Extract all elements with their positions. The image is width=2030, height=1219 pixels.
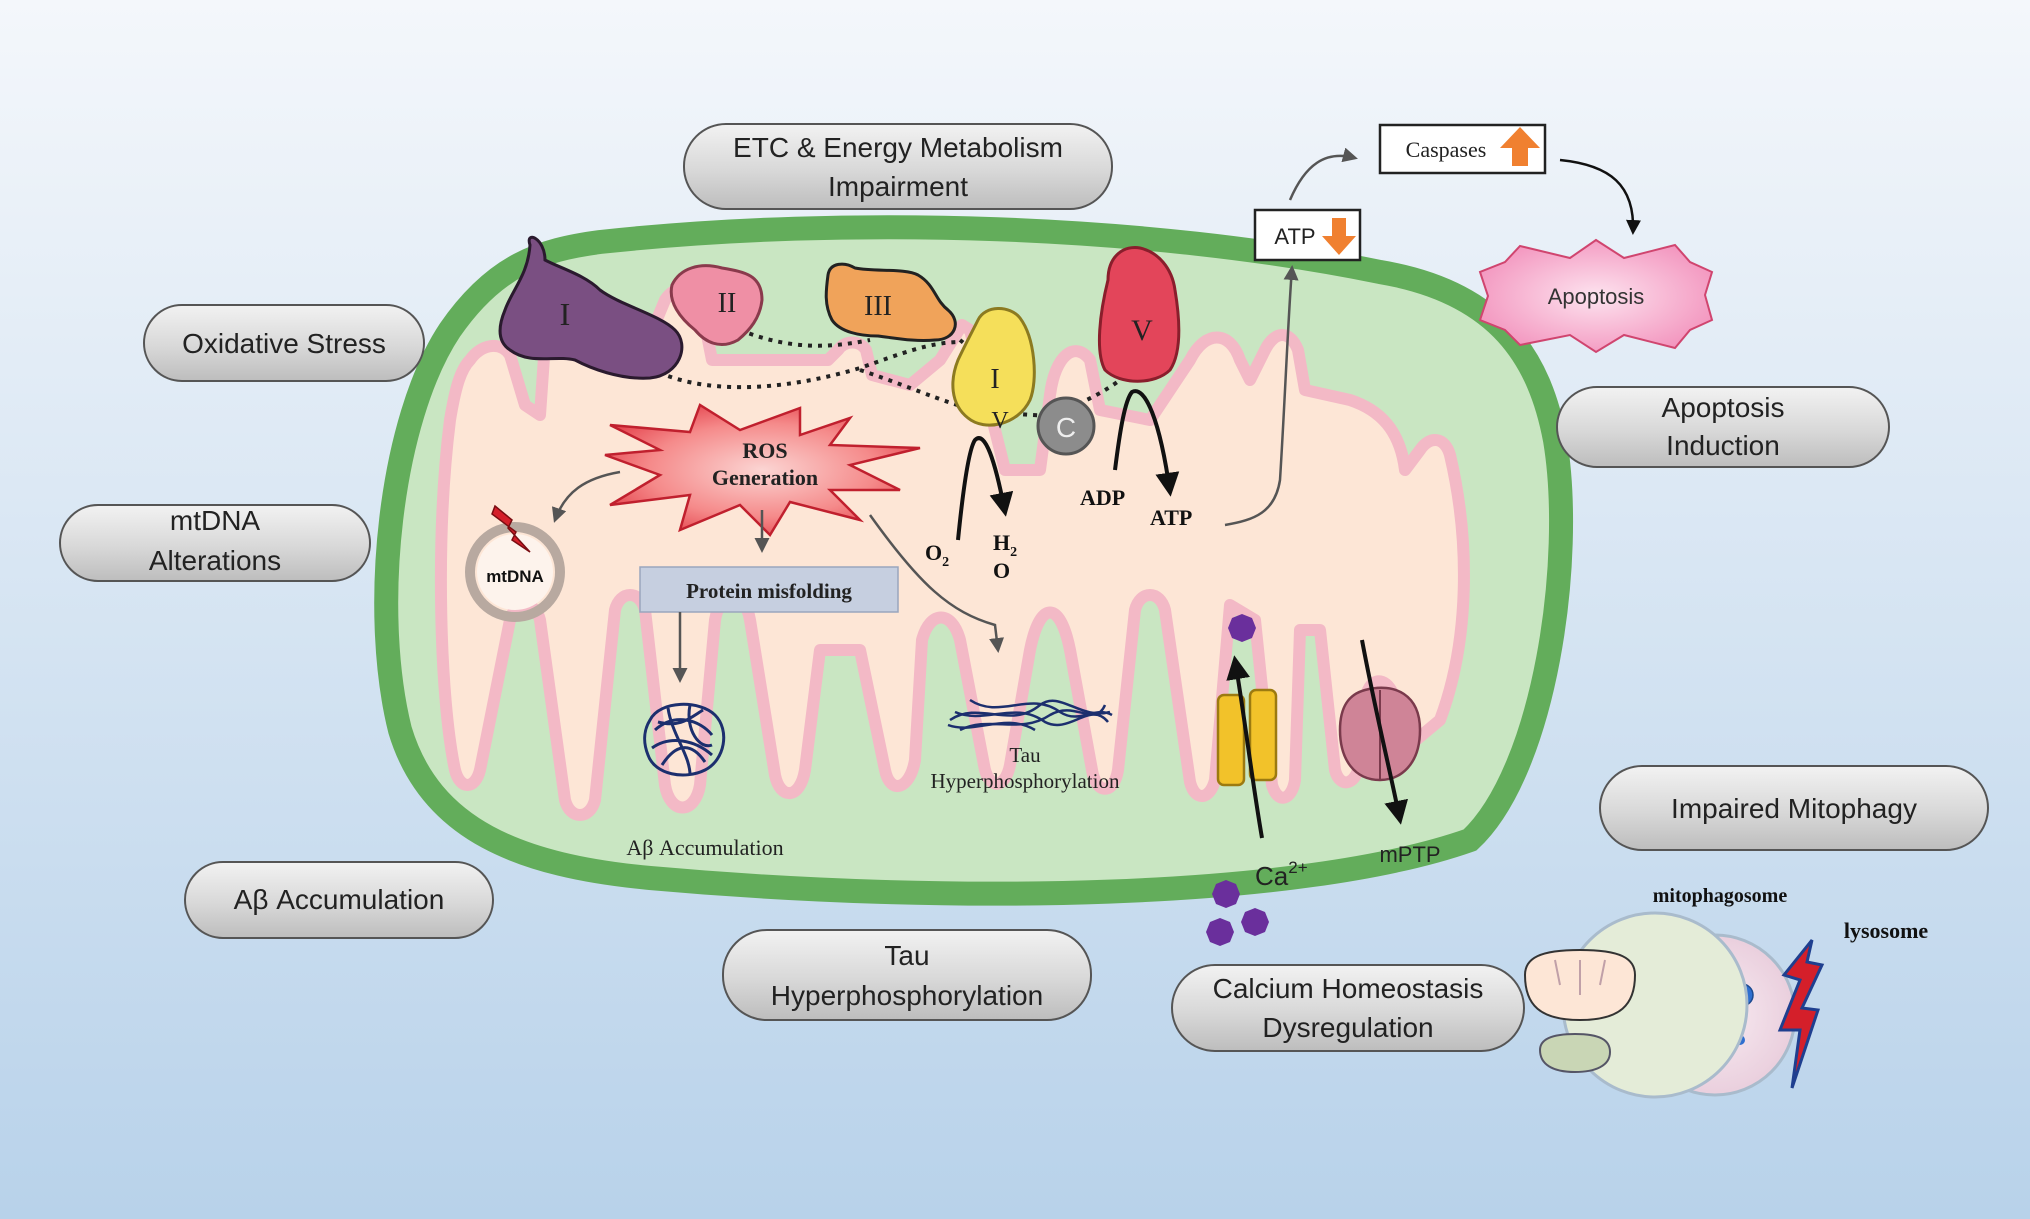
calcium-channel — [1216, 688, 1278, 787]
h2-label: H2 — [993, 530, 1017, 560]
caspases-box: Caspases — [1378, 123, 1547, 175]
tau-inner-label-2: Hyperphosphorylation — [931, 769, 1120, 793]
calcium-pill: Calcium Homeostasis Dysregulation — [1171, 964, 1525, 1052]
lysosome-label: lysosome — [1844, 918, 1929, 943]
calcium-pill-line-2: Dysregulation — [1262, 1012, 1433, 1043]
apoptosis-star-label: Apoptosis — [1548, 284, 1645, 309]
etc-pill-line-2: Impairment — [828, 171, 968, 202]
tau-pill-line-2: Hyperphosphorylation — [771, 980, 1043, 1011]
ros-to-mtdna-arrow — [551, 470, 621, 523]
ros-to-tau-arrow — [868, 514, 1005, 653]
atp-decrease-arrow-icon — [1322, 218, 1356, 255]
calcium-pill-line-1: Calcium Homeostasis — [1213, 973, 1484, 1004]
caspases-label: Caspases — [1406, 137, 1487, 162]
h2o-o-label: O — [993, 558, 1010, 583]
caspases-increase-arrow-icon — [1500, 127, 1540, 166]
cytochrome-c: C — [1036, 396, 1096, 456]
oxidative-stress-pill-label: Oxidative Stress — [182, 328, 386, 359]
tau-inner-label-1: Tau — [1009, 743, 1041, 767]
complex-iii: III — [824, 262, 957, 342]
o2-to-h2o-arrow — [956, 436, 1014, 541]
atp-inner-label: ATP — [1150, 505, 1192, 530]
ros-label-2: Generation — [712, 465, 818, 490]
protein-misfolding-box: Protein misfolding — [639, 566, 899, 613]
cytochrome-c-label: C — [1056, 412, 1076, 443]
complex-iv: I V — [951, 307, 1036, 434]
protein-misfolding-label: Protein misfolding — [686, 579, 852, 603]
complex-v: V — [1097, 245, 1181, 383]
complex-ii: II — [669, 264, 764, 346]
engulfed-mitochondrion-small — [1538, 1032, 1612, 1074]
mtdna-pill-line-2: Alterations — [149, 545, 281, 576]
abeta-pill: Aβ Accumulation — [184, 861, 494, 939]
mtdna-pill-line-1: mtDNA — [170, 505, 261, 536]
mitophagy-pill: Impaired Mitophagy — [1599, 765, 1989, 851]
mtdna-pill: mtDNA Alterations — [59, 504, 371, 582]
atp-export-arrow — [1224, 265, 1299, 527]
abeta-aggregate-icon — [643, 702, 726, 777]
etc-pill-line-1: ETC & Energy Metabolism — [733, 132, 1063, 163]
apoptosis-pill: Apoptosis Induction — [1556, 386, 1890, 468]
apoptosis-pill-line-1: Apoptosis — [1662, 392, 1785, 423]
calcium-influx-arrow — [1226, 655, 1264, 839]
abeta-inner-label: Aβ Accumulation — [626, 835, 783, 860]
atp-to-caspases-arrow — [1288, 147, 1358, 201]
adp-to-atp-arrow — [1113, 389, 1180, 497]
calcium-label: Ca2+ — [1255, 858, 1308, 891]
mptp-arrow — [1360, 639, 1409, 825]
adp-label: ADP — [1080, 485, 1125, 510]
complex-iv-label-a: I — [990, 364, 999, 395]
complex-v-label: V — [1131, 314, 1153, 347]
mitophagy-pill-label: Impaired Mitophagy — [1671, 793, 1917, 824]
complex-i-label: I — [560, 296, 571, 332]
caspases-to-apoptosis-arrow — [1559, 158, 1641, 235]
complex-ii-label: II — [718, 288, 737, 319]
apoptosis-star: Apoptosis — [1478, 238, 1714, 354]
mitophagy-block-bolt-icon — [1777, 939, 1825, 1089]
calcium-ion-matrix — [1228, 614, 1256, 642]
atp-box: ATP — [1253, 208, 1362, 262]
abeta-pill-label: Aβ Accumulation — [234, 884, 445, 915]
mitophagosome-label: mitophagosome — [1653, 885, 1788, 907]
tau-pill: Tau Hyperphosphorylation — [722, 929, 1092, 1021]
mtdna-damage-bolt-icon — [491, 504, 531, 553]
mtdna-circle-label: mtDNA — [486, 567, 544, 586]
atp-box-label: ATP — [1274, 224, 1315, 249]
calcium-ions — [1206, 880, 1269, 946]
oxidative-stress-pill: Oxidative Stress — [143, 304, 425, 382]
complex-i: I — [498, 235, 684, 380]
mtdna-circle: mtDNA — [465, 504, 565, 622]
complex-iv-label-b: V — [991, 408, 1009, 434]
mptp-label: mPTP — [1379, 842, 1440, 867]
apoptosis-pill-line-2: Induction — [1666, 430, 1780, 461]
o2-label: O2 — [925, 540, 949, 570]
ros-generation-burst: ROS Generation — [604, 403, 921, 538]
complex-iii-label: III — [864, 291, 892, 322]
tau-tangle-icon — [947, 698, 1113, 732]
mitophagosome-circle — [1523, 911, 1749, 1099]
etc-pill: ETC & Energy Metabolism Impairment — [683, 123, 1113, 210]
ros-label-1: ROS — [742, 438, 787, 463]
tau-pill-line-1: Tau — [884, 940, 929, 971]
